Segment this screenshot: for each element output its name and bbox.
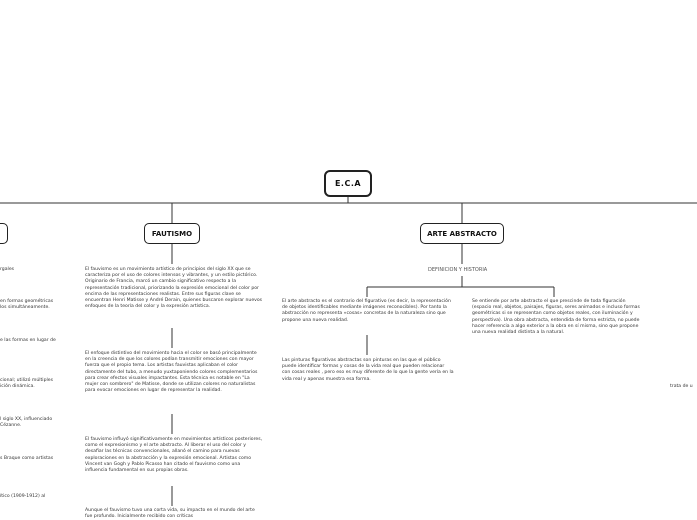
branch-node-arte-abstracto[interactable]: ARTE ABSTRACTO [420,223,504,244]
left-fragment: cional; utilizó múltiples [0,378,53,383]
fautismo-paragraph: El enfoque distintivo del movimiento hac… [85,351,258,394]
left-fragment: ítico (1909-1912) al [0,494,46,499]
fautismo-paragraph: El fauvismo es un movimiento artístico d… [85,267,263,310]
root-label: E.C.A [334,179,362,188]
branch-node-fautismo[interactable]: FAUTISMO [144,223,200,244]
branch-node-left-cut[interactable] [0,223,8,244]
arte-abstracto-paragraph: Las pinturas figurativas abstractas son … [282,358,454,382]
left-fragment: s Braque como artistas [0,456,54,461]
left-fragment: en formas geométricas [0,299,54,304]
left-fragment: rgales [0,267,15,272]
left-fragment: los simultáneamente. [0,305,50,310]
left-fragment: e las formas en lugar de [0,338,56,343]
branch-label-fautismo: FAUTISMO [151,229,193,238]
left-fragment: ición dinámica. [0,384,35,389]
left-fragment: Cézanne. [0,423,22,428]
branch-label-arte-abstracto: ARTE ABSTRACTO [427,229,497,238]
fautismo-paragraph: El fauvismo influyó significativamente e… [85,437,263,474]
fautismo-paragraph: Aunque el fauvismo tuvo una corta vida, … [85,508,255,520]
arte-abstracto-paragraph: Se entiende por arte abstracto el que pr… [472,299,640,336]
left-fragment: l siglo XX, influenciado [0,417,53,422]
right-cut-fragment: trata de u [670,384,693,389]
arte-abstracto-subheading: DEFINICION Y HISTORIA [428,267,488,273]
arte-abstracto-paragraph: El arte abstracto es el contrario del fi… [282,299,451,323]
root-node[interactable]: E.C.A [324,170,372,197]
